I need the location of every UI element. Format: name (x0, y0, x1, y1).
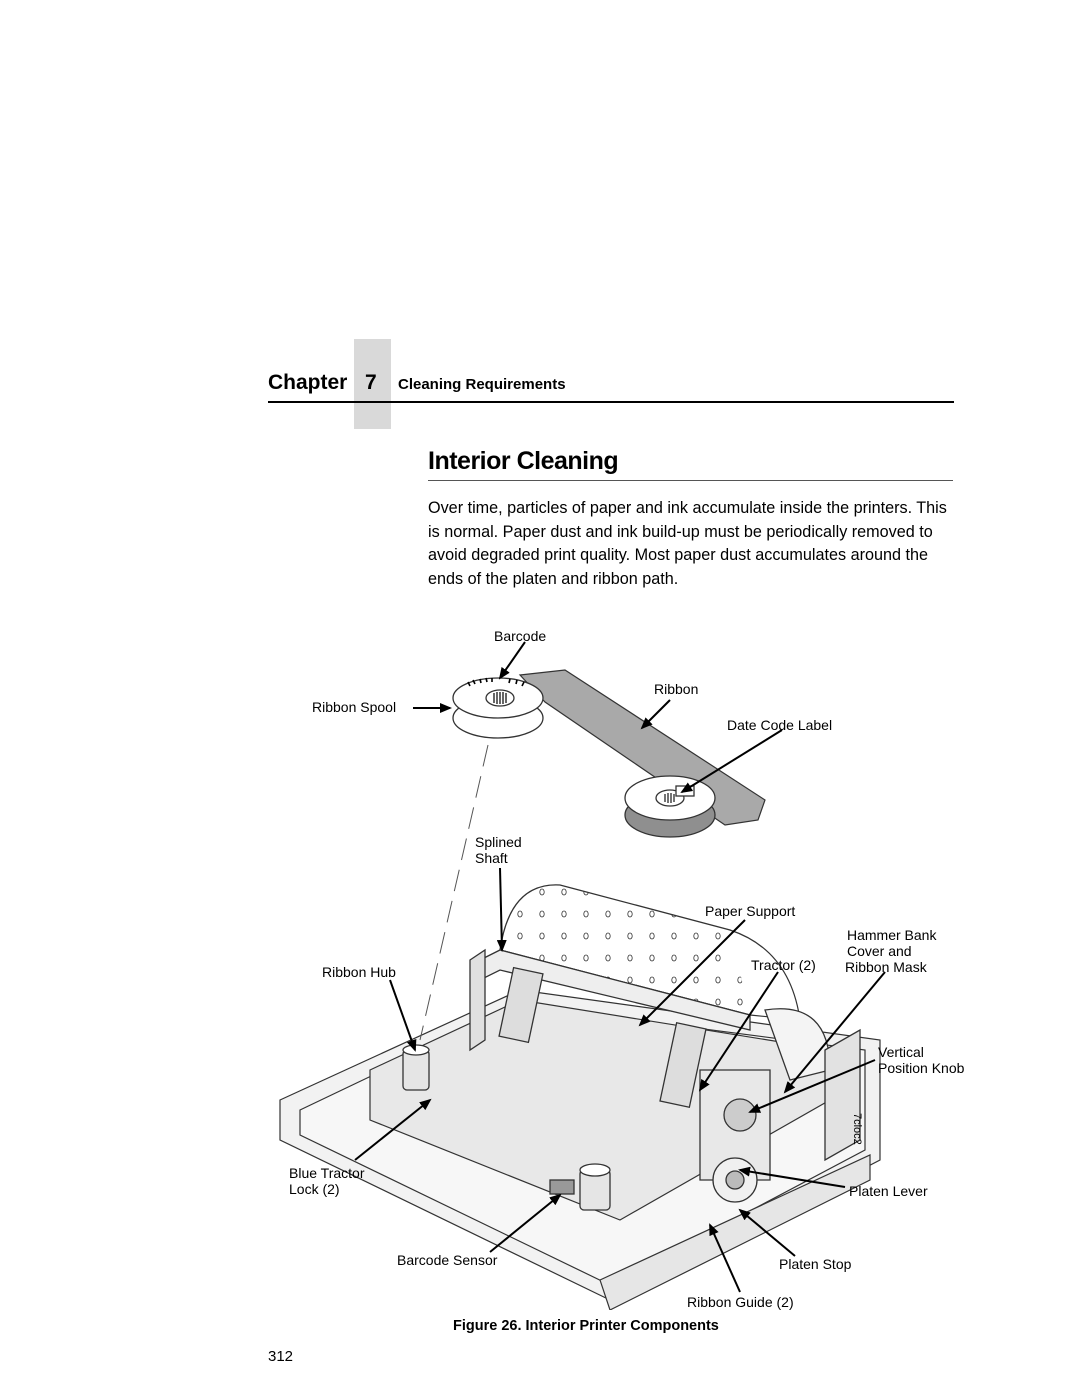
label-tractor: Tractor (2) (751, 957, 816, 973)
callout-arrows (354, 641, 886, 1293)
label-figure-code: 7cloc2 (851, 1113, 863, 1145)
chapter-label: Chapter (268, 371, 348, 394)
label-vertical: Vertical (878, 1044, 924, 1060)
page-number: 312 (268, 1348, 294, 1365)
figure-caption: Figure 26. Interior Printer Components (453, 1318, 719, 1334)
label-ribbon: Ribbon (654, 681, 699, 697)
body-paragraph: Over time, particles of paper and ink ac… (428, 499, 947, 588)
header-rule (268, 401, 954, 403)
tractor-frame (469, 948, 771, 1181)
label-platen-stop: Platen Stop (779, 1256, 852, 1272)
printer-illustration (279, 641, 886, 1311)
paper-support (499, 884, 801, 1021)
label-ribbon-spool: Ribbon Spool (312, 699, 397, 715)
label-paper-support: Paper Support (705, 903, 796, 919)
label-shaft: Shaft (475, 850, 508, 866)
ribbon-spool-upper (452, 677, 544, 739)
chapter-tab (354, 339, 391, 429)
chapter-number: 7 (365, 371, 377, 394)
label-ribbon-guide: Ribbon Guide (2) (687, 1294, 794, 1310)
label-hammer-bank: Hammer Bank (847, 927, 937, 943)
label-platen-lever: Platen Lever (849, 1183, 928, 1199)
printer-components-diagram: Barcode Ribbon Ribbon Spool Date Code La… (270, 620, 990, 1311)
label-ribbon-mask: Ribbon Mask (845, 959, 927, 975)
label-splined: Splined (475, 834, 522, 850)
label-barcode-sensor: Barcode Sensor (397, 1252, 498, 1268)
label-date-code: Date Code Label (727, 717, 833, 733)
label-barcode: Barcode (494, 628, 547, 644)
platen-mechanism (712, 1008, 861, 1203)
label-cover-and: Cover and (847, 943, 912, 959)
label-lock: Lock (2) (289, 1181, 340, 1197)
splined-shaft-guide (419, 744, 489, 1041)
ribbon-spool-lower (624, 775, 716, 838)
label-ribbon-hub: Ribbon Hub (322, 964, 396, 980)
section-title: Interior Cleaning (428, 447, 619, 475)
label-blue-tractor: Blue Tractor (289, 1165, 365, 1181)
chapter-title: Cleaning Requirements (398, 376, 566, 393)
barcode-marks (467, 677, 525, 687)
section-rule (428, 480, 953, 481)
label-position-knob: Position Knob (878, 1060, 965, 1076)
